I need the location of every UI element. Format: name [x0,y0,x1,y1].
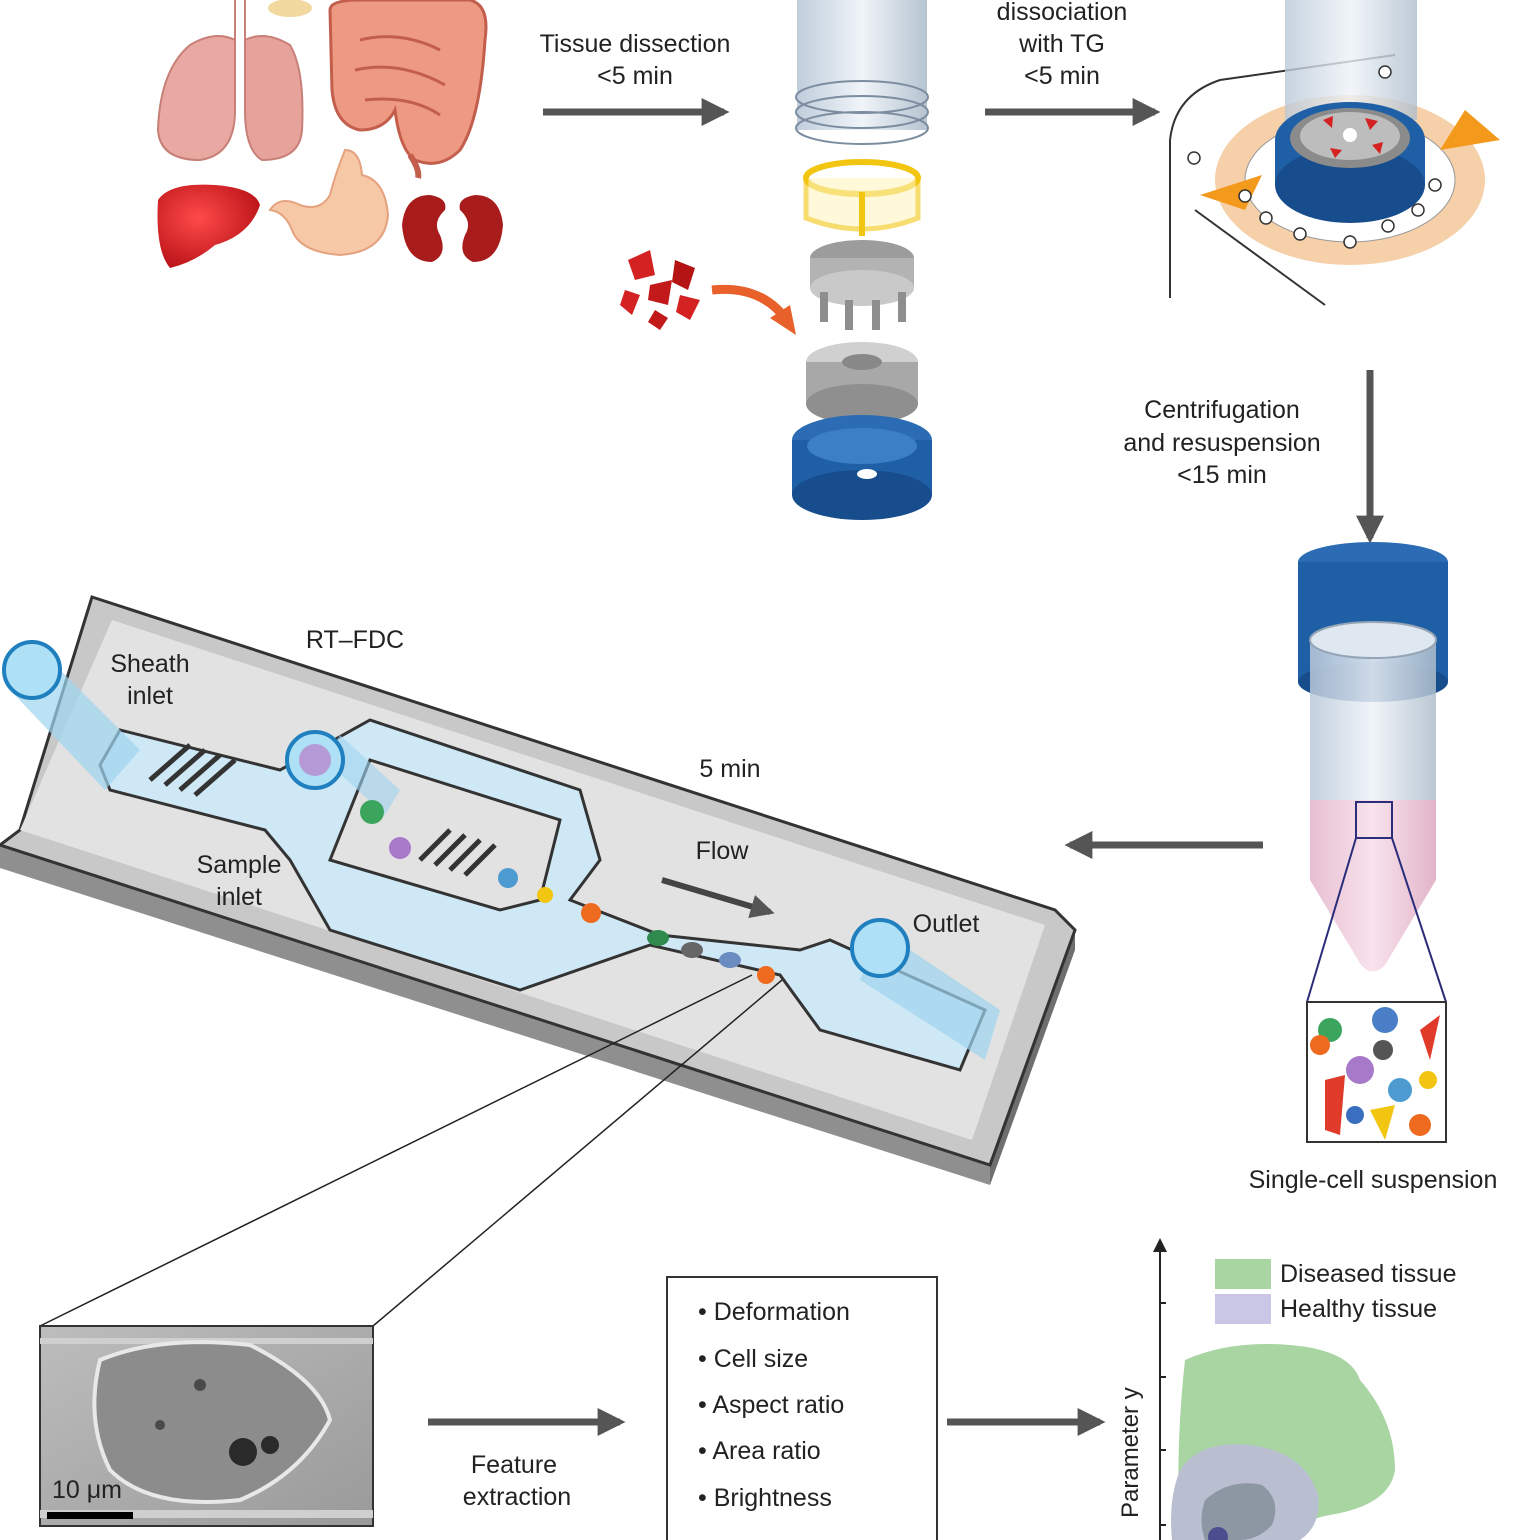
outlet-label: Outlet [913,910,980,938]
cell-image [39,1325,374,1527]
dissociation-with-label: with TG [1018,30,1105,58]
zoom-line-left [39,974,753,1327]
flow-label: Flow [696,837,750,865]
sheath-inlet-label: inlet [127,682,173,710]
zoom-line-right [372,979,783,1327]
y-axis-label: Parameter y [1117,1387,1144,1518]
orange-curved-arrow [711,284,789,321]
single-cell-suspension-box [1306,1001,1447,1143]
tissue-pieces-icon [620,250,700,330]
legend-healthy-label: Healthy tissue [1280,1295,1437,1323]
feature-item-5: • Brightness [698,1484,832,1512]
sample-label: Sample [197,851,282,879]
orange-arrowhead [770,305,796,335]
feature-item-4: • Area ratio [698,1437,821,1465]
legend-swatch-healthy [1215,1294,1271,1324]
single-cell-suspension-label: Single-cell suspension [1249,1166,1498,1194]
flow-arrow [661,877,775,919]
dissociation-time: <5 min [1024,62,1100,90]
features-box [666,1276,938,1540]
legend-diseased-label: Diseased tissue [1280,1260,1456,1288]
extraction-label: extraction [463,1483,571,1511]
five-min-label: 5 min [699,755,760,783]
dissociation-label: dissociation [997,0,1128,26]
features-list: • Deformation • Cell size • Aspect ratio… [698,1298,850,1512]
resuspension-label: and resuspension [1123,429,1320,457]
feature-label: Feature [471,1451,557,1479]
assembled-grinder [1169,0,1500,306]
sheath-label: Sheath [110,650,189,678]
organs-illustration [156,0,503,268]
tissue-grinder-parts [792,0,932,520]
legend-swatch-diseased [1215,1259,1271,1289]
centrifugation-label: Centrifugation [1144,396,1300,424]
feature-item-3: • Aspect ratio [698,1391,844,1419]
sample-inlet-label: inlet [216,883,262,911]
centrifugation-time: <15 min [1177,461,1267,489]
falcon-tube [1298,542,1448,1003]
feature-item-1: • Deformation [698,1298,850,1326]
feature-item-2: • Cell size [698,1345,808,1373]
scale-bar-label: 10 μm [52,1476,122,1504]
tissue-dissection-time: <5 min [597,62,673,90]
tissue-dissection-label: Tissue dissection [540,30,731,58]
density-plot [1153,1238,1395,1540]
rtfdc-chip [0,595,1077,1185]
rtfdc-label: RT–FDC [306,626,404,654]
